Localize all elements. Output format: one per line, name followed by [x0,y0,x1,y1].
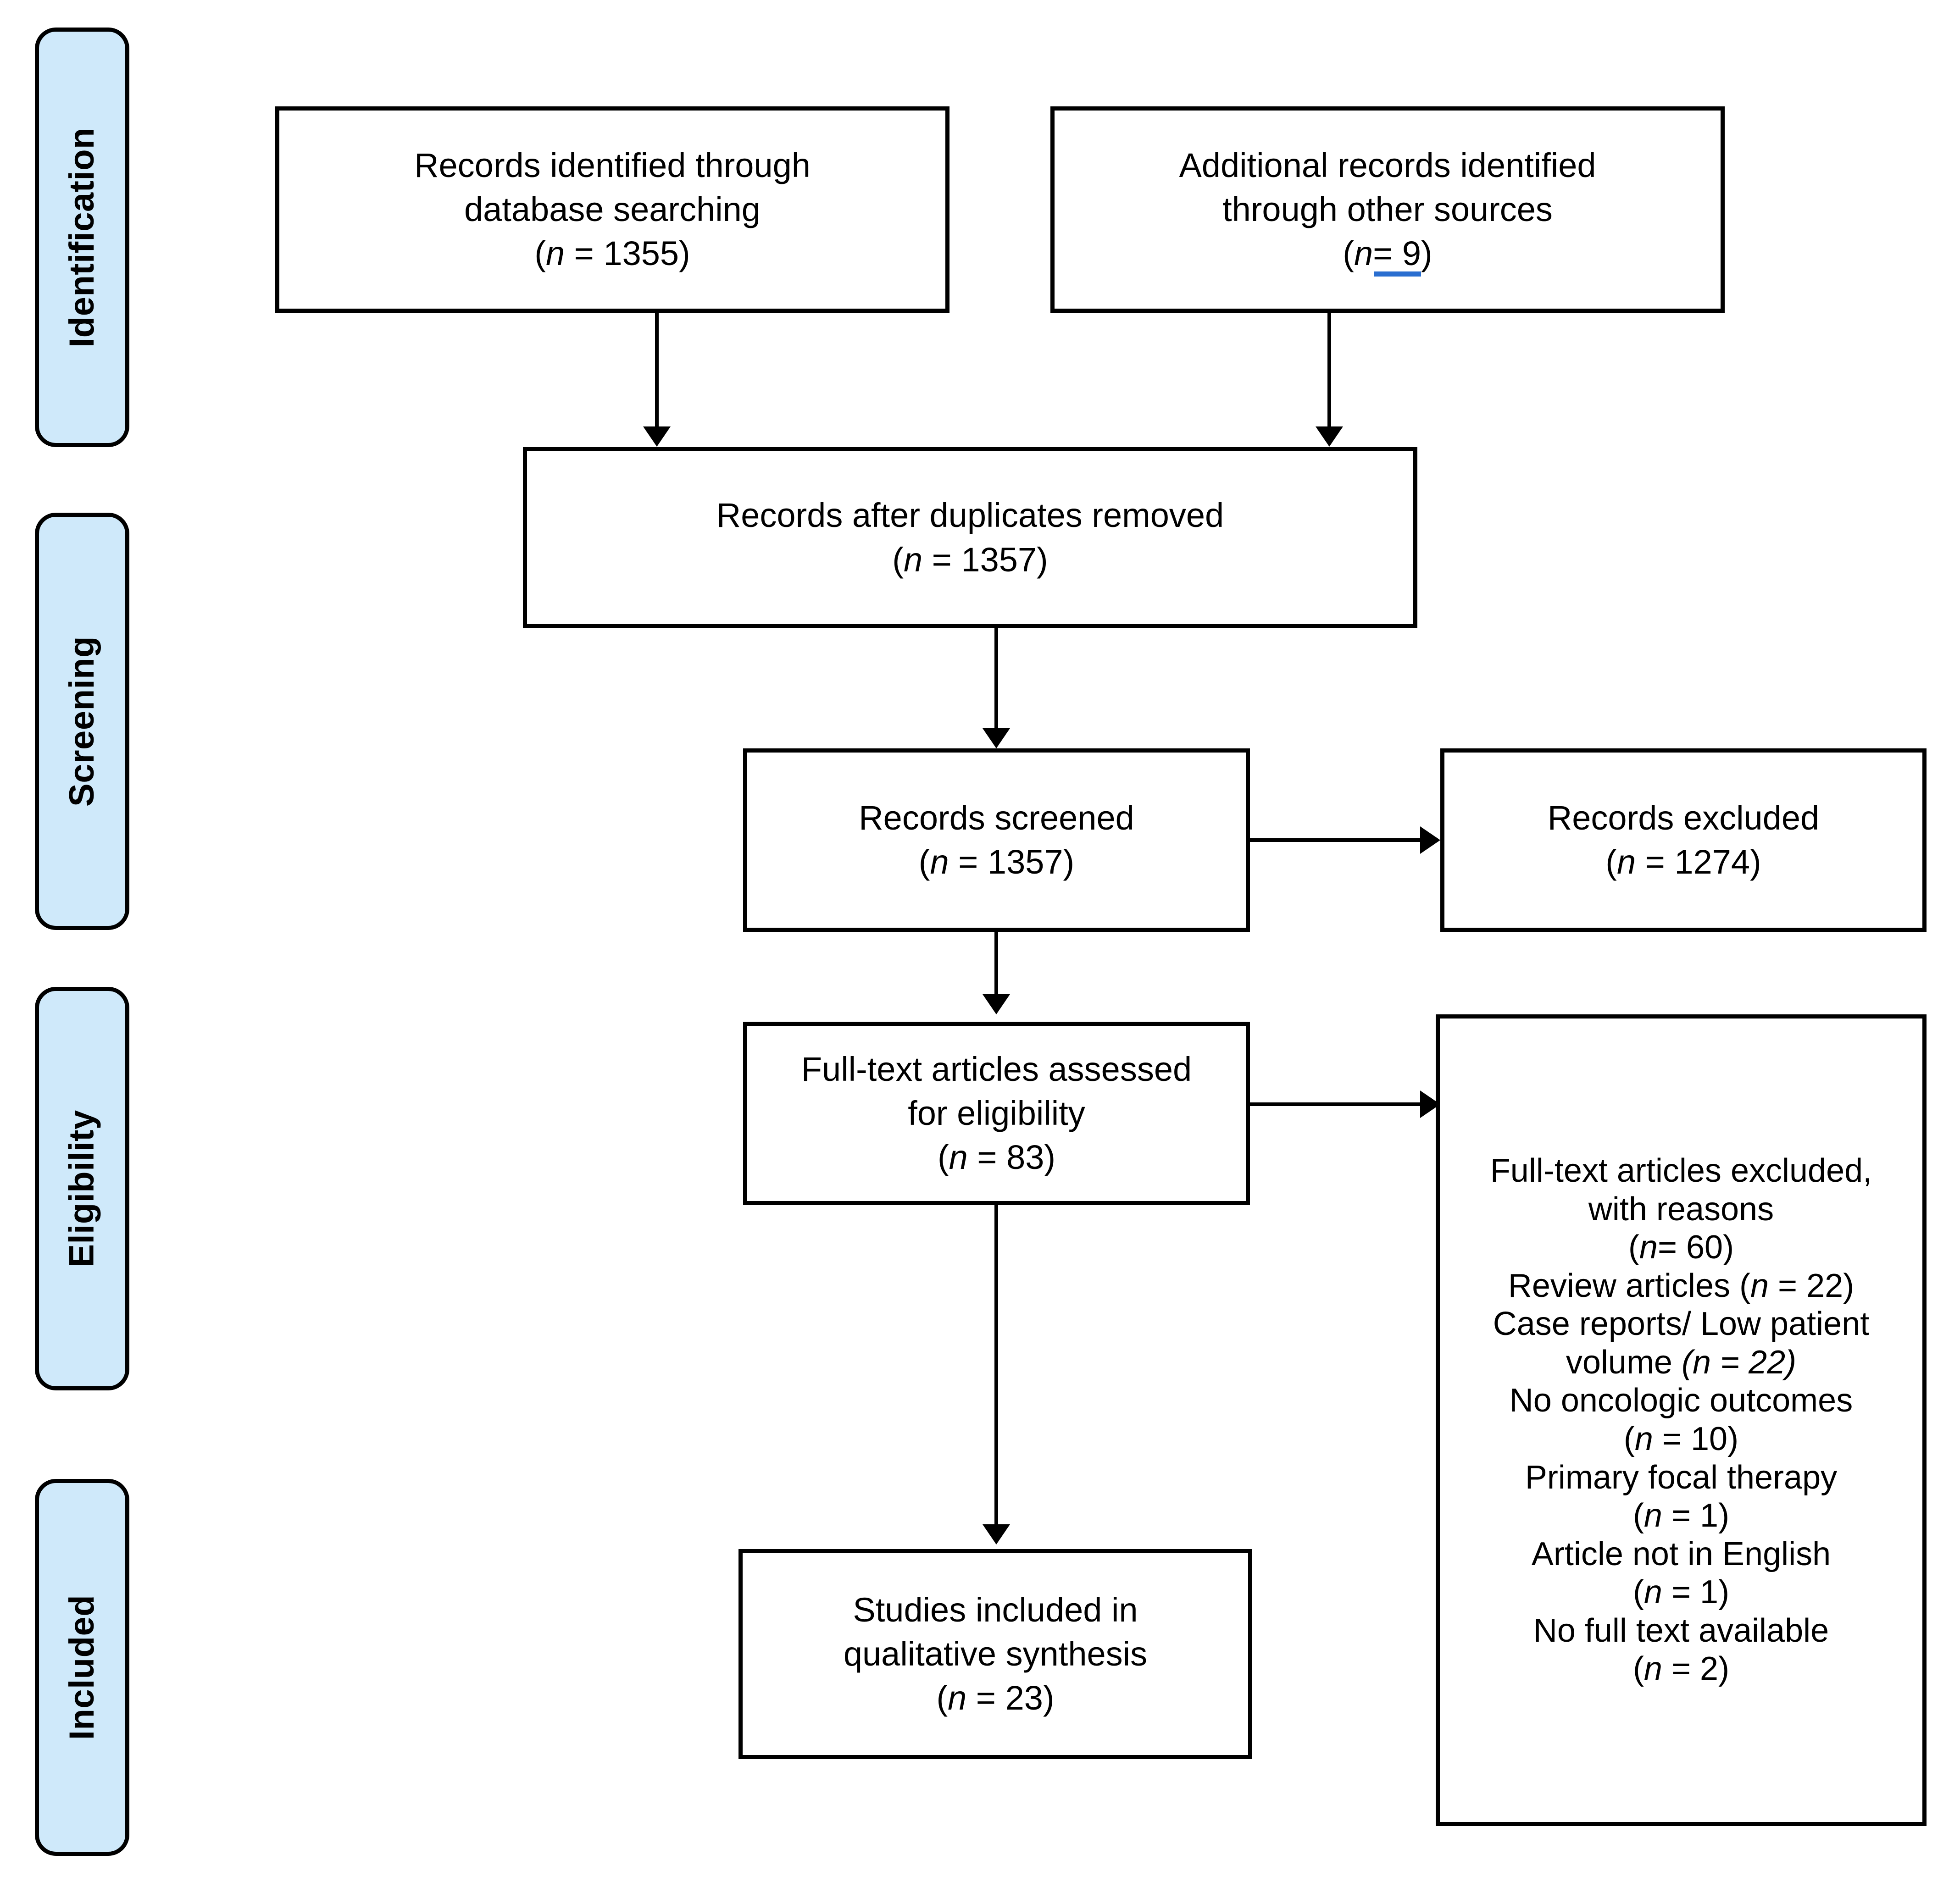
reason-no-full-text-available-count: (n = 2) [1632,1650,1730,1688]
reason-no-oncologic-outcomes: No oncologic outcomes [1509,1382,1853,1419]
connector-other-sources-to-duplicates [1327,313,1331,428]
arrowhead-screened-to-excluded [1420,826,1440,854]
arrowhead-fulltext-to-studies-included [983,1524,1010,1544]
reason-article-not-in-english: Article not in English [1531,1535,1831,1572]
box-count: (n = 9) [1343,232,1433,277]
connector-screened-to-excluded [1250,838,1429,842]
box-records-identified-database: Records identified through database sear… [275,106,949,313]
arrowhead-duplicates-to-screened [983,728,1010,748]
box-fulltext-articles-excluded-with-reasons: Full-text articles excluded, with reason… [1436,1014,1927,1826]
box-count: (n = 23) [936,1679,1055,1717]
connector-duplicates-to-screened [994,628,998,730]
connector-fulltext-to-studies-included [994,1205,998,1526]
stage-eligibility: Eligibility [35,987,129,1390]
box-line: Studies included in [853,1590,1138,1629]
box-line: with reasons [1588,1190,1774,1228]
connector-database-to-duplicates [655,313,659,428]
box-count: (n = 1357) [918,843,1075,881]
box-records-after-duplicates-removed: Records after duplicates removed (n = 13… [523,447,1417,628]
box-line: database searching [464,190,761,228]
reason-primary-focal-therapy-count: (n = 1) [1632,1497,1730,1534]
box-line: Additional records identified [1179,146,1596,184]
reason-primary-focal-therapy: Primary focal therapy [1525,1459,1838,1496]
box-total-count: (n= 60) [1628,1229,1734,1266]
box-line: for eligibility [908,1094,1085,1132]
box-line: Records screened [859,798,1134,837]
reason-article-not-in-english-count: (n = 1) [1632,1574,1730,1611]
box-studies-included-qualitative-synthesis: Studies included in qualitative synthesi… [738,1549,1252,1759]
connector-screened-to-fulltext [994,932,998,996]
arrowhead-database-to-duplicates [643,426,671,447]
box-line: Records excluded [1547,798,1820,837]
stage-eligibility-label: Eligibility [62,1110,101,1268]
box-line: Records after duplicates removed [716,496,1224,535]
box-count: (n = 1274) [1605,843,1761,881]
box-line: Full-text articles assessed [801,1050,1192,1088]
box-line: Full-text articles excluded, [1490,1152,1872,1190]
reason-case-reports-low-volume-l2: volume (n = 22) [1566,1344,1797,1381]
arrowhead-screened-to-fulltext [983,994,1010,1014]
box-count: (n = 1355) [534,234,690,273]
stage-screening-label: Screening [62,636,101,807]
blue-edit-underline-artifact: = 9 [1373,232,1421,277]
box-fulltext-assessed-for-eligibility: Full-text articles assessed for eligibil… [743,1022,1250,1205]
box-line: qualitative synthesis [843,1634,1148,1673]
arrowhead-other-sources-to-duplicates [1316,426,1343,447]
reason-no-full-text-available: No full text available [1533,1612,1829,1649]
stage-identification: Identification [35,28,129,447]
box-line: Records identified through [414,146,811,184]
stage-screening: Screening [35,513,129,930]
stage-included: Included [35,1479,129,1856]
reason-case-reports-low-volume-l1: Case reports/ Low patient [1493,1306,1870,1343]
reason-no-oncologic-outcomes-count: (n = 10) [1623,1421,1739,1457]
stage-included-label: Included [62,1594,101,1740]
box-line: through other sources [1222,190,1553,228]
box-count: (n = 1357) [892,540,1048,579]
connector-fulltext-to-excluded-reasons [1250,1102,1429,1106]
box-records-screened: Records screened (n = 1357) [743,748,1250,932]
box-records-excluded: Records excluded (n = 1274) [1440,748,1927,932]
stage-identification-label: Identification [62,127,102,348]
box-count: (n = 83) [937,1138,1056,1177]
box-additional-records-other-sources: Additional records identified through ot… [1050,106,1725,313]
reason-review-articles: Review articles (n = 22) [1508,1267,1855,1304]
